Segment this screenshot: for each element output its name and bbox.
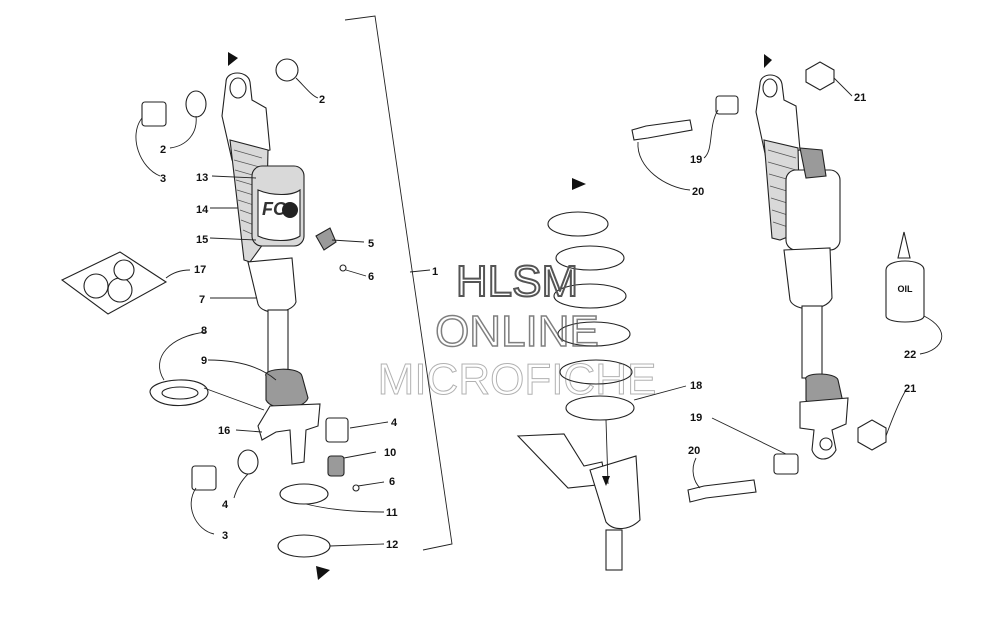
seal-ring-a bbox=[83, 273, 109, 299]
callout-2-right: 2 bbox=[319, 94, 325, 106]
spacer-4a bbox=[325, 417, 349, 443]
nut-21b bbox=[857, 419, 887, 451]
bushing-4b bbox=[237, 449, 259, 475]
callout-4-left: 4 bbox=[222, 499, 229, 511]
left-hardware bbox=[60, 58, 360, 558]
callout-21-bottom: 21 bbox=[904, 383, 916, 395]
callout-20-bottom: 20 bbox=[688, 445, 700, 457]
left-shock-assembly: FO bbox=[221, 72, 347, 465]
right-lower-body bbox=[783, 247, 833, 310]
callout-19-bottom: 19 bbox=[690, 412, 702, 424]
callout-6-bottom: 6 bbox=[389, 476, 395, 488]
shock-lower-body bbox=[247, 257, 297, 313]
leader-lines bbox=[135, 77, 943, 547]
seal-ring-b bbox=[107, 277, 133, 303]
callout-7: 7 bbox=[199, 294, 205, 306]
callout-14: 14 bbox=[196, 204, 209, 216]
callout-9: 9 bbox=[201, 355, 207, 367]
lower-a-arm bbox=[516, 419, 641, 571]
right-hardware bbox=[631, 61, 925, 503]
svg-text:FO: FO bbox=[262, 199, 287, 219]
callout-13: 13 bbox=[196, 172, 208, 184]
callout-10: 10 bbox=[384, 447, 396, 459]
callout-21-top: 21 bbox=[854, 92, 866, 104]
callout-16: 16 bbox=[218, 425, 230, 437]
callout-3-bottom: 3 bbox=[222, 530, 228, 542]
bolt-20a bbox=[631, 119, 693, 141]
lower-clevis bbox=[257, 403, 321, 465]
sleeve-19b bbox=[773, 453, 799, 475]
oil-bottle-nozzle bbox=[897, 231, 911, 259]
bump-stop bbox=[265, 368, 309, 409]
seal-ring-c bbox=[113, 259, 135, 281]
adjuster-knob bbox=[315, 227, 337, 251]
callout-17: 17 bbox=[194, 264, 206, 276]
right-shaft bbox=[801, 305, 823, 379]
callout-22: 22 bbox=[904, 349, 916, 361]
bushing-2a bbox=[185, 90, 207, 118]
spanner-nut-11 bbox=[279, 483, 329, 505]
right-clevis bbox=[799, 397, 849, 460]
watermark-line-3: MICROFICHE bbox=[378, 355, 657, 404]
callout-5: 5 bbox=[368, 238, 374, 250]
right-reservoir bbox=[785, 169, 841, 251]
spacer-3a bbox=[141, 101, 167, 127]
right-shock-assembly bbox=[755, 74, 849, 460]
callout-3-top: 3 bbox=[160, 173, 166, 185]
fox-logo-mark bbox=[282, 202, 298, 218]
callout-2-top: 2 bbox=[160, 144, 166, 156]
callout-15: 15 bbox=[196, 234, 208, 246]
watermark-line-2: ONLINE bbox=[435, 307, 599, 356]
direction-arrow-bottom-left bbox=[316, 566, 330, 580]
spring-seat-hole bbox=[161, 386, 199, 400]
set-screw-bottom bbox=[352, 484, 360, 492]
watermark: HLSM ONLINE MICROFICHE bbox=[377, 256, 657, 405]
zerk-fitting bbox=[327, 455, 345, 477]
assembly-bracket bbox=[344, 15, 453, 551]
callout-11: 11 bbox=[386, 507, 398, 519]
eyelet-hole bbox=[229, 77, 247, 99]
callout-4-right: 4 bbox=[391, 417, 398, 429]
right-adjuster bbox=[799, 147, 827, 179]
callout-1: 1 bbox=[432, 266, 438, 278]
callout-18: 18 bbox=[690, 380, 702, 392]
direction-arrow-spring bbox=[572, 178, 586, 190]
callout-8: 8 bbox=[201, 325, 207, 337]
sleeve-19a bbox=[715, 95, 739, 115]
oil-bottle-label: OIL bbox=[898, 284, 914, 294]
set-screw-top bbox=[339, 264, 347, 272]
direction-arrow-top-left bbox=[228, 52, 238, 66]
spanner-nut-12 bbox=[277, 534, 331, 558]
callout-12: 12 bbox=[386, 539, 398, 551]
callout-6-top: 6 bbox=[368, 271, 374, 283]
ball-joint-stud bbox=[605, 529, 623, 571]
callout-labels: 2 2 3 13 14 15 5 6 17 7 8 9 4 16 10 6 4 … bbox=[160, 92, 916, 551]
shock-shaft bbox=[267, 309, 289, 373]
bushing-2b bbox=[275, 58, 299, 82]
callout-19-top: 19 bbox=[690, 154, 702, 166]
coil-spring bbox=[547, 211, 635, 421]
direction-arrow-top-right bbox=[764, 54, 772, 68]
nut-21a bbox=[805, 61, 835, 91]
watermark-line-1: HLSM bbox=[456, 257, 578, 306]
bolt-20b bbox=[687, 479, 757, 503]
spacer-3b bbox=[191, 465, 217, 491]
callout-20-top: 20 bbox=[692, 186, 704, 198]
